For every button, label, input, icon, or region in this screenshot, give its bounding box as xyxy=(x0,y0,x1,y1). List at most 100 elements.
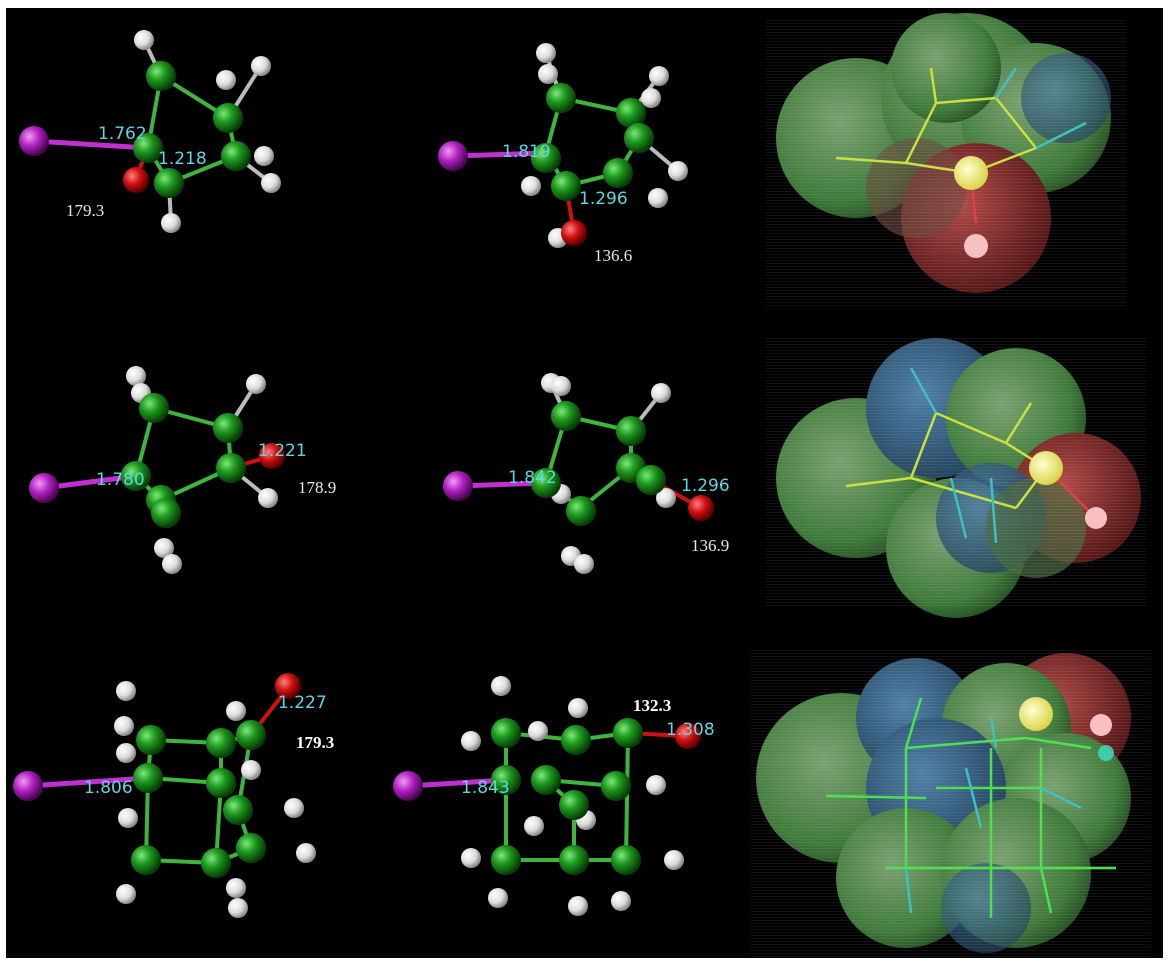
hydrogen-atom xyxy=(246,374,266,394)
distance-label: 1.780 xyxy=(96,470,145,490)
hydrogen-atom xyxy=(261,173,281,193)
distance-label: 1.843 xyxy=(461,778,510,798)
distance-label: 1.218 xyxy=(158,149,207,169)
hydrogen-atom xyxy=(116,681,136,701)
hydrogen-atom xyxy=(161,213,181,233)
hydrogen-atom xyxy=(611,891,631,911)
oxygen-atom xyxy=(675,723,701,749)
hydrogen-atom xyxy=(574,554,594,574)
carbon-atom xyxy=(613,718,643,748)
hydrogen-atom xyxy=(521,176,541,196)
hydrogen-atom xyxy=(296,843,316,863)
carbon-atom xyxy=(616,98,646,128)
carbon-atom xyxy=(216,453,246,483)
carbon-atom xyxy=(136,725,166,755)
carbon-atom xyxy=(561,725,591,755)
carbon-atom xyxy=(133,763,163,793)
carbon-atom xyxy=(601,771,631,801)
molecule-row2-left: 1.780 1.221 178.9 xyxy=(29,366,336,574)
carbon-atom xyxy=(559,790,589,820)
molecule-row3-middle: 1.843 1.308 132.3 xyxy=(393,676,715,916)
electrostatic-surface-row3 xyxy=(751,648,1151,958)
carbon-atom xyxy=(221,141,251,171)
distance-label: 1.227 xyxy=(278,693,327,713)
iodine-atom xyxy=(438,141,468,171)
carbon-atom xyxy=(603,158,633,188)
hydrogen-atom xyxy=(126,366,146,386)
hydrogen-atom xyxy=(284,798,304,818)
hydrogen-atom xyxy=(656,488,676,508)
carbon-atom xyxy=(213,103,243,133)
oxygen-atom xyxy=(123,167,149,193)
hydrogen-atom xyxy=(226,878,246,898)
hydrogen-atom xyxy=(228,898,248,918)
angle-label: 132.3 xyxy=(633,696,671,715)
carbon-atom xyxy=(206,768,236,798)
distance-label: 1.296 xyxy=(579,189,628,209)
carbon-atom xyxy=(236,720,266,750)
angle-label: 136.6 xyxy=(594,246,632,265)
oxygen-atom xyxy=(275,673,301,699)
carbon-atom xyxy=(616,416,646,446)
carbon-atom xyxy=(151,498,181,528)
carbon-atom xyxy=(206,728,236,758)
hydrogen-atom xyxy=(641,88,661,108)
hydrogen-atom xyxy=(488,888,508,908)
hydrogen-atom xyxy=(162,554,182,574)
carbon-atom xyxy=(213,413,243,443)
oxygen-atom xyxy=(259,443,285,469)
iodine-atom xyxy=(443,471,473,501)
carbon-atom xyxy=(236,833,266,863)
molecule-row1-middle: 1.819 1.296 136.6 xyxy=(438,43,688,265)
angle-label: 179.3 xyxy=(66,201,104,220)
hydrogen-atom xyxy=(646,775,666,795)
hydrogen-atom xyxy=(461,848,481,868)
figure-canvas: 1.762 1.218 179.3 xyxy=(13,13,1151,958)
carbon-atom xyxy=(611,845,641,875)
carbon-atom xyxy=(131,845,161,875)
hydrogen-atom xyxy=(118,808,138,828)
hydrogen-atom xyxy=(538,64,558,84)
carbon-atom xyxy=(531,468,561,498)
electrostatic-surface-row2 xyxy=(766,338,1146,618)
hydrogen-atom xyxy=(649,66,669,86)
hydrogen-atom xyxy=(491,676,511,696)
oxygen-atom xyxy=(688,495,714,521)
distance-label: 1.296 xyxy=(681,476,730,496)
hydrogen-atom xyxy=(524,816,544,836)
distance-label: 1.762 xyxy=(98,124,147,144)
hydrogen-atom xyxy=(461,731,481,751)
distance-label: 1.806 xyxy=(84,778,133,798)
hydrogen-atom xyxy=(251,56,271,76)
carbon-atom xyxy=(121,461,151,491)
molecule-row1-left: 1.762 1.218 179.3 xyxy=(19,30,281,233)
carbon-atom xyxy=(146,61,176,91)
hydrogen-atom xyxy=(258,488,278,508)
carbon-atom xyxy=(223,795,253,825)
hydrogen-atom xyxy=(648,188,668,208)
carbon-atom xyxy=(201,848,231,878)
hydrogen-atom xyxy=(116,884,136,904)
carbon-atom xyxy=(546,83,576,113)
carbon-atom xyxy=(531,143,561,173)
carbon-atom xyxy=(133,133,163,163)
hydrogen-atom xyxy=(668,161,688,181)
iodine-atom xyxy=(19,126,49,156)
molecule-figure: 1.762 1.218 179.3 xyxy=(6,8,1163,958)
hydrogen-atom xyxy=(226,701,246,721)
carbon-atom xyxy=(636,465,666,495)
carbon-atom xyxy=(491,845,521,875)
hydrogen-atom xyxy=(664,850,684,870)
hydrogen-atom xyxy=(241,760,261,780)
hydrogen-atom xyxy=(116,743,136,763)
molecule-row3-left: 1.806 1.227 179.3 xyxy=(13,673,334,918)
oxygen-atom xyxy=(561,220,587,246)
iodine-atom xyxy=(29,473,59,503)
carbon-atom xyxy=(139,393,169,423)
iodine-atom xyxy=(393,771,423,801)
hydrogen-atom xyxy=(528,721,548,741)
carbon-atom xyxy=(566,496,596,526)
hydrogen-atom xyxy=(114,716,134,736)
distance-label: 1.819 xyxy=(502,142,551,162)
carbon-atom xyxy=(624,123,654,153)
